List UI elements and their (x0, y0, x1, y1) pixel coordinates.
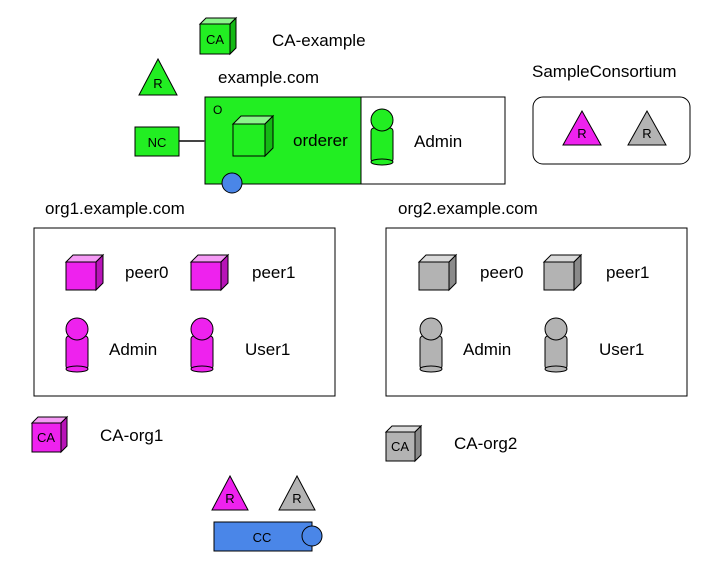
consortium-label: SampleConsortium (532, 62, 677, 81)
org2-user1-person-icon (544, 317, 568, 373)
ca-org2-label: CA-org2 (454, 434, 517, 453)
org1-user1-label: User1 (245, 340, 290, 359)
org1-peer1-label: peer1 (252, 263, 295, 282)
orderer-role-badge: R (153, 76, 162, 91)
orderer-org-domain: example.com (218, 68, 319, 87)
orderer-anchor-circle-icon (221, 172, 243, 194)
nc-badge: NC (148, 135, 167, 150)
org1-admin-label: Admin (109, 340, 157, 359)
org2-peer1-label: peer1 (606, 263, 649, 282)
orderer-cube-icon (231, 114, 275, 158)
chaincode-circle-icon (301, 525, 323, 547)
org2-domain: org2.example.com (398, 199, 538, 218)
chaincode-node: CC (213, 521, 323, 552)
ca-org1-label: CA-org1 (100, 426, 163, 445)
ca-example-node: CA CA-example (198, 16, 366, 56)
org2-peer0-label: peer0 (480, 263, 523, 282)
org2-admin-person-icon (419, 317, 443, 373)
nc-node: NC (134, 126, 180, 157)
ca-org2-badge: CA (391, 439, 409, 454)
cc-role-gray-triangle-icon: R (278, 474, 316, 511)
orderer-label: orderer (293, 131, 348, 150)
consortium-role-gray-triangle-icon: R (627, 109, 667, 146)
org1-domain: org1.example.com (45, 199, 185, 218)
consortium-box (532, 96, 691, 165)
cc-role-magenta-triangle-icon: R (211, 474, 249, 511)
ca-org1-cube-icon (30, 415, 69, 454)
org2-user1-label: User1 (599, 340, 644, 359)
consortium-role-magenta-badge: R (577, 126, 586, 141)
org1-user1-person-icon (190, 317, 214, 373)
cc-role-gray-badge: R (292, 491, 301, 506)
ca-org2-cube-icon (384, 424, 423, 463)
chaincode-badge: CC (253, 530, 272, 545)
consortium-role-magenta-triangle-icon: R (562, 109, 602, 146)
orderer-corner-mark: O (213, 103, 222, 117)
org2-admin-label: Admin (463, 340, 511, 359)
orderer-admin-person-icon (370, 108, 394, 166)
ca-org1-badge: CA (37, 430, 55, 445)
consortium-role-gray-badge: R (642, 126, 651, 141)
orderer-admin-label: Admin (414, 132, 462, 151)
org1-peer0-label: peer0 (125, 263, 168, 282)
org1-admin-person-icon (65, 317, 89, 373)
orderer-role-triangle-icon: R (138, 57, 178, 96)
orderer-green-panel (204, 96, 362, 185)
org2-peer0-cube-icon (417, 253, 458, 292)
ca-example-badge: CA (206, 32, 224, 47)
ca-example-label: CA-example (272, 31, 366, 50)
cc-role-magenta-badge: R (225, 491, 234, 506)
ca-example-cube-icon (198, 16, 238, 56)
org1-peer0-cube-icon (64, 253, 105, 292)
orderer-org-box: O orderer Admin (204, 96, 506, 194)
org1-peer1-cube-icon (189, 253, 230, 292)
org2-peer1-cube-icon (542, 253, 583, 292)
